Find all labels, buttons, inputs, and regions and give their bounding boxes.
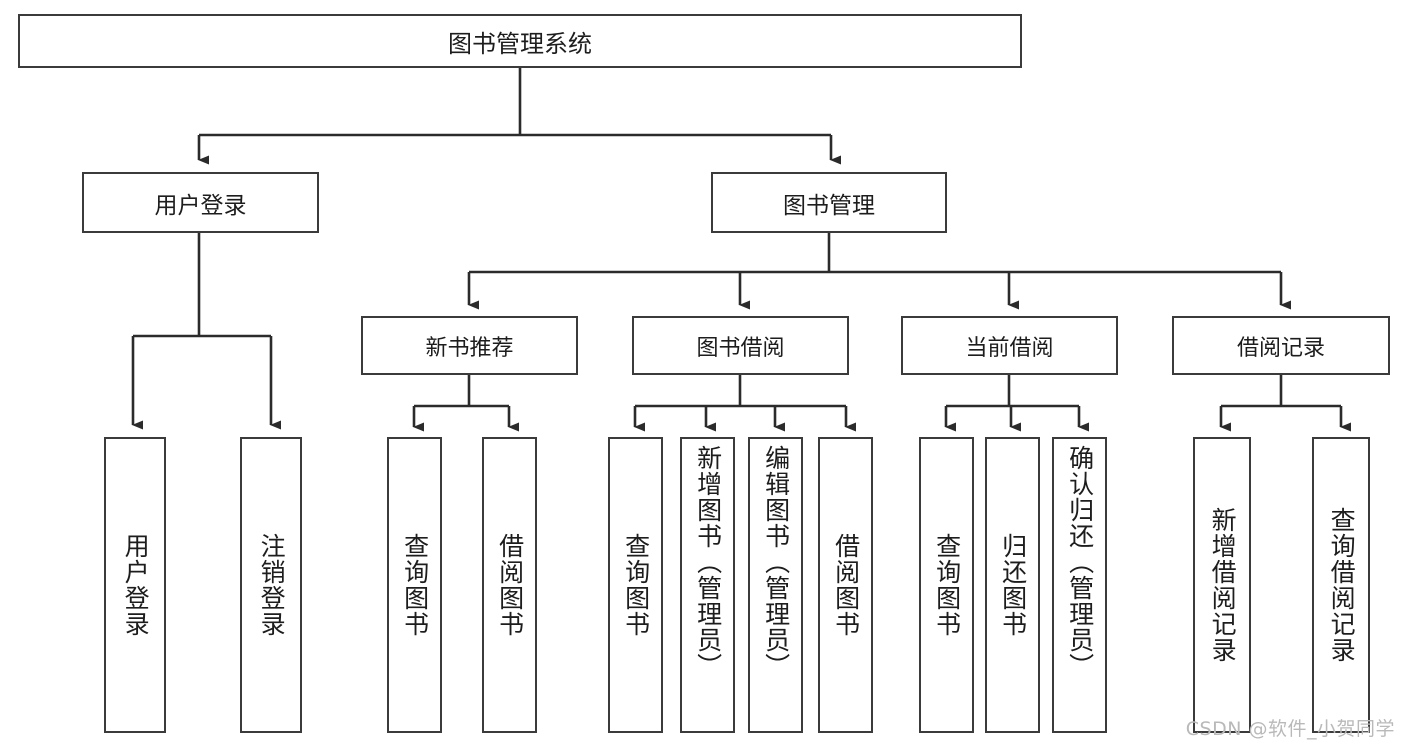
node-leaf-query-book-1[interactable]: 查询图书 xyxy=(387,437,442,733)
node-leaf-user-login[interactable]: 用户登录 xyxy=(104,437,166,733)
node-leaf-add-record-label: 新增借阅记录 xyxy=(1208,507,1238,663)
node-root[interactable]: 图书管理系统 xyxy=(18,14,1022,68)
node-leaf-query-book-2[interactable]: 查询图书 xyxy=(608,437,663,733)
node-leaf-edit-book-label: 编辑图书（管理员） xyxy=(761,445,791,679)
node-leaf-user-login-label: 用户登录 xyxy=(121,533,151,637)
node-leaf-add-record[interactable]: 新增借阅记录 xyxy=(1193,437,1251,733)
node-user-login-label: 用户登录 xyxy=(154,192,247,219)
node-book-borrow-label: 图书借阅 xyxy=(696,335,785,361)
node-leaf-borrow-book-2[interactable]: 借阅图书 xyxy=(818,437,873,733)
node-book-manage[interactable]: 图书管理 xyxy=(711,172,947,233)
node-user-login[interactable]: 用户登录 xyxy=(82,172,319,233)
csdn-watermark: CSDN @软件_小贺同学 xyxy=(1185,718,1395,740)
node-root-label: 图书管理系统 xyxy=(448,29,592,58)
node-book-borrow[interactable]: 图书借阅 xyxy=(632,316,849,375)
node-borrow-record-label: 借阅记录 xyxy=(1236,335,1325,361)
node-leaf-edit-book[interactable]: 编辑图书（管理员） xyxy=(748,437,803,733)
node-leaf-return-book[interactable]: 归还图书 xyxy=(985,437,1040,733)
node-leaf-add-book-label: 新增图书（管理员） xyxy=(693,445,723,679)
node-leaf-query-book-3[interactable]: 查询图书 xyxy=(919,437,974,733)
node-leaf-query-book-1-label: 查询图书 xyxy=(400,533,430,637)
node-leaf-query-book-3-label: 查询图书 xyxy=(932,533,962,637)
node-leaf-borrow-book-1-label: 借阅图书 xyxy=(495,533,525,637)
node-leaf-logout-login-label: 注销登录 xyxy=(257,533,287,637)
node-current-borrow-label: 当前借阅 xyxy=(965,335,1054,361)
node-new-book-recommend-label: 新书推荐 xyxy=(425,335,514,361)
node-book-manage-label: 图书管理 xyxy=(783,192,875,219)
node-new-book-recommend[interactable]: 新书推荐 xyxy=(361,316,578,375)
node-leaf-borrow-book-1[interactable]: 借阅图书 xyxy=(482,437,537,733)
node-leaf-confirm-return-label: 确认归还（管理员） xyxy=(1065,445,1095,679)
node-leaf-return-book-label: 归还图书 xyxy=(998,533,1028,637)
node-leaf-borrow-book-2-label: 借阅图书 xyxy=(831,533,861,637)
node-leaf-logout-login[interactable]: 注销登录 xyxy=(240,437,302,733)
node-current-borrow[interactable]: 当前借阅 xyxy=(901,316,1118,375)
node-leaf-add-book[interactable]: 新增图书（管理员） xyxy=(680,437,735,733)
node-leaf-query-record[interactable]: 查询借阅记录 xyxy=(1312,437,1370,733)
node-leaf-query-book-2-label: 查询图书 xyxy=(621,533,651,637)
node-leaf-query-record-label: 查询借阅记录 xyxy=(1327,507,1357,663)
node-borrow-record[interactable]: 借阅记录 xyxy=(1172,316,1390,375)
node-leaf-confirm-return[interactable]: 确认归还（管理员） xyxy=(1052,437,1107,733)
